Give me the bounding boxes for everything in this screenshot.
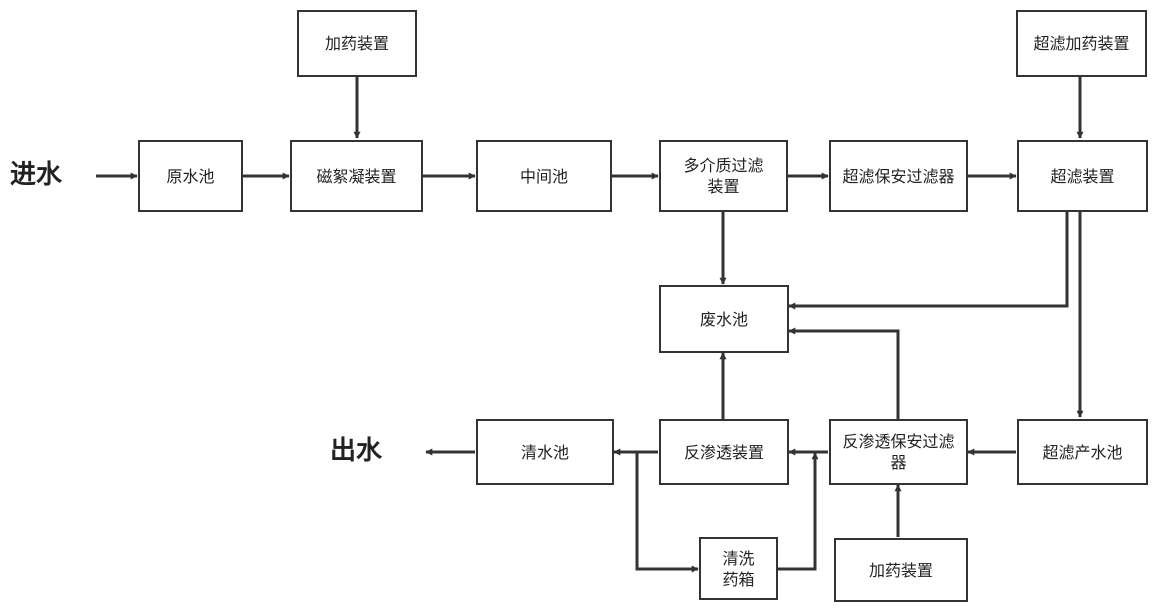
uf-security-filter-label: 超滤保安过滤器 (842, 166, 955, 186)
wastewater-tank-label: 废水池 (699, 309, 748, 329)
intermediate-tank-box: 中间池 (476, 140, 612, 212)
ro-device-label: 反渗透装置 (683, 442, 764, 462)
inlet-label: 进水 (10, 160, 63, 190)
magnetic-coagulation-label: 磁絮凝装置 (316, 166, 397, 186)
uf-device-label: 超滤装置 (1050, 166, 1115, 186)
outlet-label: 出水 (330, 436, 383, 466)
clean-water-tank-box: 清水池 (476, 419, 614, 485)
arrow-ro-security-to-wastewater (788, 327, 900, 419)
arrow-cleaning-tank-to-ro (778, 452, 819, 571)
dosing-device-bottom-label: 加药装置 (868, 560, 933, 580)
uf-security-filter-box: 超滤保安过滤器 (829, 140, 968, 212)
cleaning-tank-box: 清洗药箱 (699, 537, 778, 600)
dosing-device-top-box: 加药装置 (297, 10, 417, 77)
ro-security-filter-label: 反渗透保安过滤器 (842, 432, 955, 472)
arrow-uf-to-wastewater (788, 212, 1069, 310)
raw-water-tank-box: 原水池 (138, 140, 243, 212)
dosing-device-top-label: 加药装置 (324, 34, 389, 53)
uf-dosing-device-box: 超滤加药装置 (1016, 10, 1147, 77)
dosing-device-bottom-box: 加药装置 (834, 538, 968, 602)
multimedia-filter-label: 多介质过滤装置 (683, 156, 764, 196)
magnetic-coagulation-box: 磁絮凝装置 (290, 140, 423, 212)
multimedia-filter-box: 多介质过滤装置 (659, 140, 788, 212)
raw-water-tank-label: 原水池 (166, 166, 215, 186)
uf-dosing-device-label: 超滤加药装置 (1033, 34, 1130, 53)
intermediate-tank-label: 中间池 (519, 166, 568, 186)
cleaning-tank-label: 清洗药箱 (722, 548, 755, 589)
uf-product-tank-label: 超滤产水池 (1042, 442, 1123, 462)
ro-security-filter-box: 反渗透保安过滤器 (829, 419, 968, 485)
wastewater-tank-box: 废水池 (659, 285, 789, 353)
ro-device-box: 反渗透装置 (659, 419, 789, 485)
clean-water-tank-label: 清水池 (520, 442, 569, 462)
uf-device-box: 超滤装置 (1017, 140, 1148, 212)
uf-product-tank-box: 超滤产水池 (1017, 419, 1148, 485)
arrow-to-cleaning-tank (635, 452, 699, 573)
